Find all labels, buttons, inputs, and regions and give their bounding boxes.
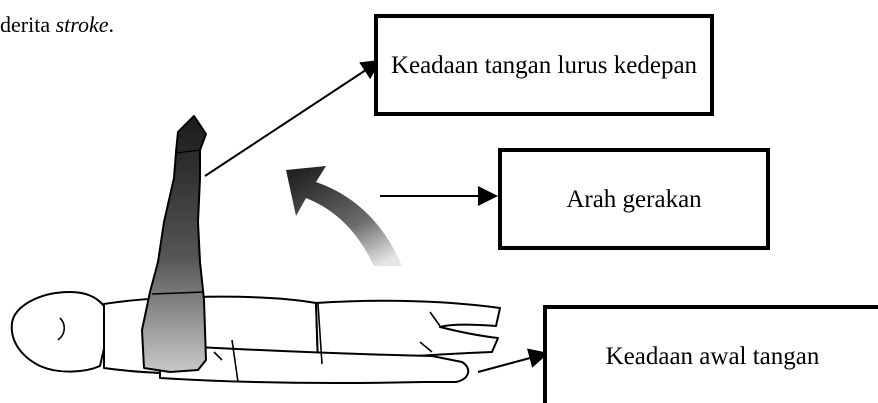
movement-direction-arrow-icon <box>286 166 402 266</box>
label-box-direction: Arah gerakan <box>498 148 770 250</box>
connector-arrow-straight-arm <box>205 62 378 176</box>
label-initial-position-text: Keadaan awal tangan <box>606 339 820 374</box>
raised-arm-shape <box>142 116 206 372</box>
lying-body <box>12 292 500 383</box>
connector-arrow-initial-position <box>478 354 545 372</box>
raised-arm <box>142 116 206 372</box>
label-box-initial-position: Keadaan awal tangan <box>543 305 878 403</box>
label-direction-text: Arah gerakan <box>566 182 701 217</box>
label-box-straight-forward: Keadaan tangan lurus kedepan <box>374 14 714 116</box>
head-outline <box>12 292 106 372</box>
label-straight-forward-text: Keadaan tangan lurus kedepan <box>391 48 697 83</box>
